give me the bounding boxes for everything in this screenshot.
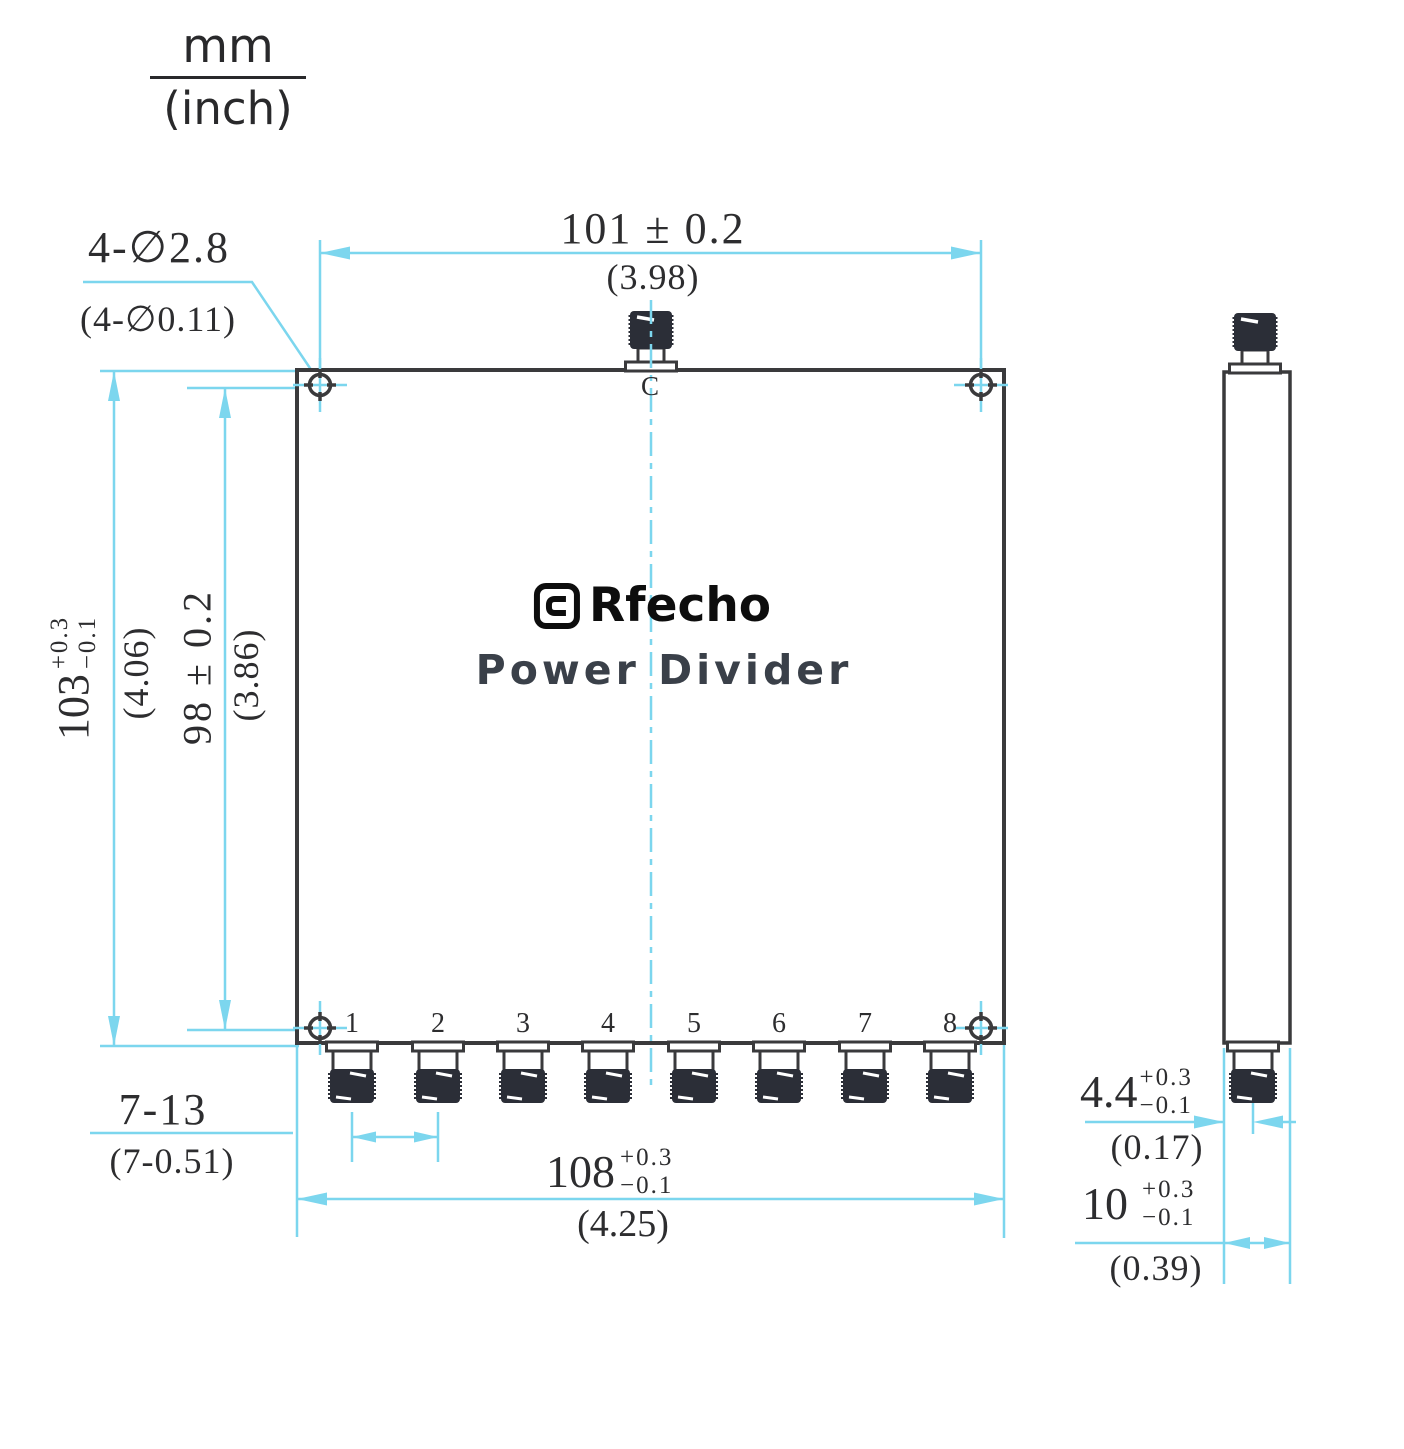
tolerance-plus: +0.3: [1142, 1176, 1196, 1203]
dim-body-thickness-mm: 10 +0.3 −0.1: [1082, 1176, 1195, 1232]
tolerance-plus: +0.3: [1139, 1064, 1193, 1091]
output-port-label-5: 5: [687, 1008, 701, 1039]
units-inch: (inch): [163, 82, 293, 136]
dim-port-pitch-inch: (7-0.51): [109, 1141, 235, 1181]
dim-value: 4.4: [1080, 1066, 1138, 1117]
output-connector-3: [496, 1040, 550, 1105]
rfecho-logo-icon: [533, 582, 580, 629]
tolerance-stack: +0.3 −0.1: [46, 616, 102, 669]
dim-value: 103: [49, 674, 98, 741]
output-connector-6: [752, 1040, 806, 1105]
dim-mounting-holes-inch: (4-∅0.11): [80, 299, 236, 339]
tolerance-plus: +0.3: [620, 1144, 674, 1171]
output-connector-2: [411, 1040, 465, 1105]
dim-hole-span-width-inch: (3.98): [606, 257, 700, 297]
side-bottom-connector: [1226, 1040, 1280, 1105]
output-connector-4: [581, 1040, 635, 1105]
output-port-label-2: 2: [431, 1008, 445, 1039]
output-port-label-1: 1: [345, 1008, 359, 1039]
tolerance-stack: +0.3 −0.1: [620, 1144, 673, 1200]
brand-name: Rfecho: [588, 578, 772, 633]
dim-overall-height-lines: [100, 369, 299, 1048]
product-title: Power Divider: [475, 646, 853, 694]
output-connector-7: [838, 1040, 892, 1105]
side-top-connector: [1227, 311, 1283, 375]
output-port-label-4: 4: [601, 1008, 615, 1039]
dim-value: 10: [1082, 1178, 1128, 1229]
dim-hole-span-height-mm: 98 ± 0.2: [174, 589, 220, 745]
dim-hole-span-height-inch: (3.86): [226, 628, 266, 722]
tolerance-minus: −0.1: [1142, 1204, 1196, 1231]
output-port-label-8: 8: [943, 1008, 957, 1039]
units-legend: mm (inch): [150, 19, 306, 136]
output-connector-8: [923, 1040, 977, 1105]
output-connector-1: [325, 1040, 379, 1105]
tolerance-minus: −0.1: [1139, 1092, 1193, 1119]
dim-connector-offset-inch: (0.17): [1110, 1127, 1204, 1167]
units-mm: mm: [150, 19, 306, 80]
tolerance-stack: +0.3 −0.1: [1140, 1064, 1193, 1120]
output-port-label-3: 3: [516, 1008, 530, 1039]
dim-overall-width-inch: (4.25): [577, 1203, 669, 1245]
dim-connector-offset-lines: [1085, 1103, 1296, 1134]
dim-connector-offset-mm: 4.4 +0.3 −0.1: [1080, 1064, 1193, 1120]
dim-body-thickness-lines: [1075, 1048, 1292, 1284]
output-connector-5: [667, 1040, 721, 1105]
tolerance-minus: −0.1: [74, 615, 101, 670]
side-view: [1222, 311, 1292, 1105]
dimension-annotations: [83, 240, 1296, 1284]
dim-overall-height-inch: (4.06): [116, 626, 156, 720]
tolerance-stack: +0.3 −0.1: [1142, 1176, 1195, 1232]
dim-hole-span-width-mm: 101 ± 0.2: [560, 204, 746, 253]
dim-port-pitch-mm: 7-13: [118, 1085, 208, 1134]
brand-logo: Rfecho: [533, 578, 771, 633]
tolerance-plus: +0.3: [46, 615, 73, 670]
output-port-label-7: 7: [858, 1008, 872, 1039]
dim-body-thickness-inch: (0.39): [1109, 1248, 1203, 1288]
dim-mounting-holes-mm: 4-∅2.8: [88, 223, 230, 272]
dim-value: 108: [546, 1146, 615, 1197]
tolerance-minus: −0.1: [620, 1172, 674, 1199]
dim-overall-width-mm: 108 +0.3 −0.1: [546, 1144, 673, 1200]
dim-overall-height-mm: 103 +0.3 −0.1: [46, 616, 102, 740]
mounting-holes-leader-line: [83, 280, 320, 381]
side-body-outline: [1222, 370, 1292, 1045]
output-port-label-6: 6: [772, 1008, 786, 1039]
input-port-label: C: [640, 371, 660, 401]
dim-port-pitch-lines: [90, 1112, 440, 1162]
dim-overall-width-lines: [295, 1043, 1006, 1238]
